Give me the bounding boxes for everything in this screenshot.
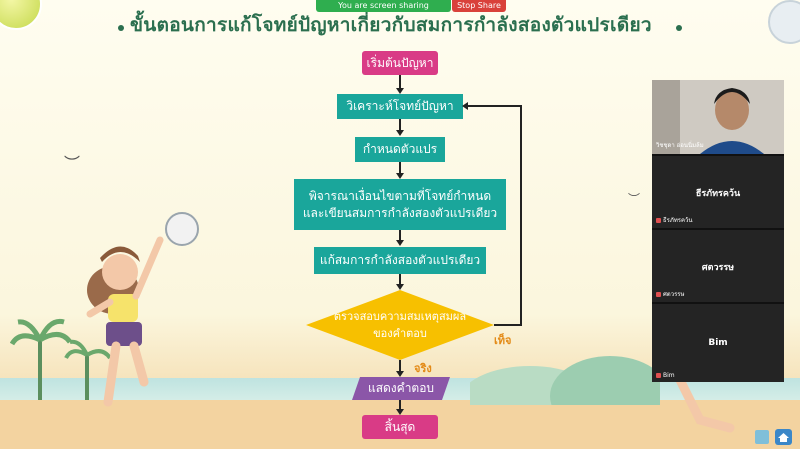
title-bullet-right [676,25,682,31]
muted-mic-icon [656,292,661,297]
arrow-head [396,173,404,179]
title-bullet-left [118,25,124,31]
participant-tile[interactable]: ศตวรรษ ศตวรรษ [652,230,784,304]
arrow [399,162,401,174]
arrow [399,119,401,131]
participant-name-tag: ธีรภัทรคว้น [656,215,693,225]
consider-line-1: พิจารณาเงื่อนไขตามที่โจทย์กำหนด [308,188,492,203]
arrow-head [396,130,404,136]
bird-icon: ︶ [64,154,81,173]
participants-panel: วิชชุดา อ่อนนิ่มล้ม ธีรภัทรคว้น ธีรภัทรค… [652,80,784,382]
screen-sharing-indicator: You are screen sharing [316,0,451,12]
bird-icon: ︶ [628,192,641,206]
consider-conditions-box: พิจารณาเงื่อนไขตามที่โจทย์กำหนด และเขียน… [294,179,506,230]
solve-equation-box: แก้สมการกำลังสองตัวแปรเดียว [314,247,486,274]
start-terminal: เริ่มต้นปัญหา [362,51,438,75]
slide-menu-icon[interactable] [755,430,769,444]
arrow-head [396,409,404,415]
true-label: จริง [414,362,432,375]
slide-title: ขั้นตอนการแก้โจทย์ปัญหาเกี่ยวกับสมการกำล… [130,14,652,36]
arrow-head [396,240,404,246]
false-line-top [466,105,521,107]
participant-tile-video[interactable]: วิชชุดา อ่อนนิ่มล้ม [652,80,784,156]
participant-tag-label: Bim [663,372,675,379]
check-line-1: ตรวจสอบความสมเหตุสมผล [333,310,467,323]
home-icon[interactable] [775,429,792,445]
arrow [399,400,401,410]
participant-tile[interactable]: Bim Bim [652,304,784,382]
participant-name: Bim [708,338,728,348]
arrow [399,230,401,241]
participant-camera-feed [652,80,784,154]
show-answer-text: แสดงคำตอบ [367,381,435,395]
arrow-head [396,284,404,290]
participant-name-tag: Bim [656,372,675,379]
arrow [399,274,401,285]
arrow-head [396,88,404,94]
false-line-vertical [520,105,522,326]
participant-tile[interactable]: ธีรภัทรคว้น ธีรภัทรคว้น [652,156,784,230]
check-decision-text: ตรวจสอบความสมเหตุสมผล ของคำตอบ [320,305,480,345]
muted-mic-icon [656,218,661,223]
participant-tag-label: ธีรภัทรคว้น [663,217,693,224]
participant-tag-label: ศตวรรษ [663,291,685,298]
player-leg-illustration [675,380,735,433]
check-decision-diamond [306,290,494,360]
analyze-problem-box: วิเคราะห์โจทย์ปัญหา [337,94,463,119]
volleyball-decoration [768,0,800,44]
stop-share-button[interactable]: Stop Share [452,0,506,12]
arrow-head [396,371,404,377]
participant-name: ศตวรรษ [701,263,735,273]
false-label: เท็จ [494,334,512,347]
participant-name: ธีรภัทรคว้น [695,189,741,199]
volleyball-icon [165,212,199,246]
check-line-2: ของคำตอบ [373,327,427,340]
arrow-head [462,102,468,110]
arrow [399,360,401,372]
arrow [399,75,401,89]
palm-trees-decoration [10,318,112,400]
end-terminal: สิ้นสุด [362,415,438,439]
participant-name-tag: วิชชุดา อ่อนนิ่มล้ม [656,142,704,149]
muted-mic-icon [656,373,661,378]
show-answer-parallelogram [352,377,450,400]
consider-line-2: และเขียนสมการกำลังสองตัวแปรเดียว [302,205,498,220]
false-line [494,324,521,326]
tennis-ball-decoration [0,0,42,30]
participant-name-tag: ศตวรรษ [656,289,684,299]
define-variable-box: กำหนดตัวแปร [355,137,445,162]
girl-player-illustration [86,236,164,407]
bushes-decoration [470,356,660,405]
